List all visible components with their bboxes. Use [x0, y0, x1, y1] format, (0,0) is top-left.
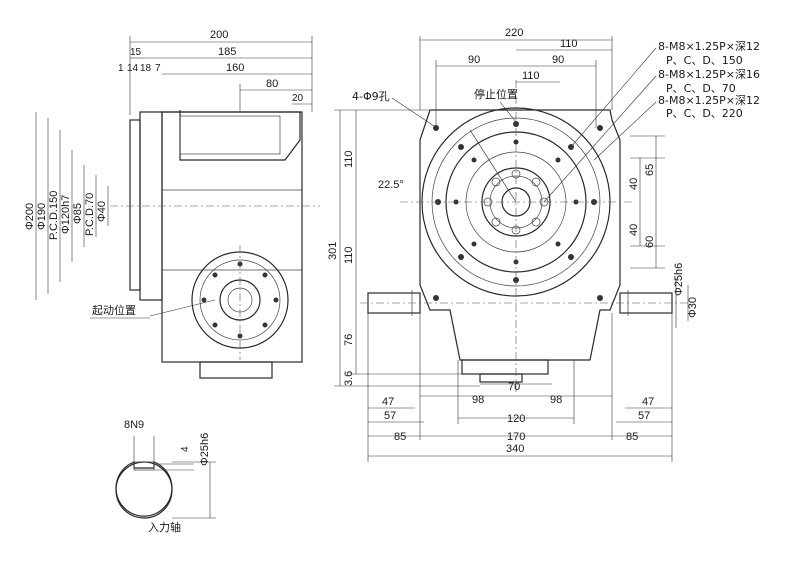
- dim-phi190: Φ190: [36, 203, 48, 230]
- dim-220: 220: [505, 27, 523, 39]
- thread-notes: 8-M8×1.25P×深12 P、C、D、150 8-M8×1.25P×深16 …: [543, 40, 760, 203]
- dim-47-left: 47: [382, 396, 394, 408]
- dim-40-upper: 40: [628, 178, 640, 190]
- dim-85-right: 85: [626, 431, 638, 443]
- dim-110-upper: 110: [343, 150, 355, 168]
- note-line-6: P、C、D、220: [666, 107, 743, 120]
- dim-57-left: 57: [384, 410, 396, 422]
- note-line-4: P、C、D、70: [666, 82, 736, 95]
- note-line-2: P、C、D、150: [666, 54, 743, 67]
- dim-57-right: 57: [638, 410, 650, 422]
- dim-47-right: 47: [642, 396, 654, 408]
- label-start-position: 起动位置: [92, 303, 136, 317]
- shaft-title: 入力轴: [148, 520, 181, 534]
- dim-90-left: 90: [468, 54, 480, 66]
- dim-14: 14: [127, 63, 139, 74]
- dim-70: 70: [508, 381, 520, 393]
- dim-phi120h7: Φ120h7: [60, 195, 72, 234]
- dim-90-right: 90: [552, 54, 564, 66]
- dim-340: 340: [506, 443, 524, 455]
- dim-160: 160: [226, 62, 244, 74]
- dim-pcd150: P.C.D.150: [48, 191, 60, 240]
- dim-98-right: 98: [550, 394, 562, 406]
- dim-phi200: Φ200: [24, 203, 36, 230]
- dim-110-mid: 110: [522, 70, 540, 82]
- dim-3-6: 3.6: [343, 371, 355, 386]
- dim-phi25h6-shaft: Φ25h6: [199, 433, 211, 466]
- dim-65: 65: [644, 164, 656, 176]
- label-stop-position: 停止位置: [474, 87, 518, 101]
- input-shaft-section: 8N9 4 Φ25h6 入力轴: [115, 419, 216, 534]
- dim-8n9: 8N9: [124, 419, 144, 431]
- dim-110-top: 110: [560, 38, 578, 50]
- dim-phi40: Φ40: [96, 201, 108, 222]
- dim-40-lower: 40: [628, 224, 640, 236]
- label-angle: 22.5°: [378, 179, 404, 191]
- dim-20: 20: [292, 93, 304, 104]
- dim-200: 200: [210, 29, 228, 41]
- dim-7: 7: [155, 63, 161, 74]
- dim-170: 170: [507, 431, 525, 443]
- dim-keyway-depth: 4: [180, 446, 191, 452]
- dim-120: 120: [507, 413, 525, 425]
- dim-98-left: 98: [472, 394, 484, 406]
- dim-15: 15: [130, 47, 142, 58]
- dim-110-lower: 110: [343, 246, 355, 264]
- front-view: 220 110 90 90 110 4-Φ9孔 停止位置 22.5° 8-M8×…: [327, 27, 760, 462]
- dim-phi30: Φ30: [687, 297, 699, 318]
- dim-1: 1: [118, 63, 124, 74]
- note-line-1: 8-M8×1.25P×深12: [658, 40, 760, 53]
- label-4-holes: 4-Φ9孔: [352, 90, 390, 103]
- note-line-5: 8-M8×1.25P×深12: [658, 94, 760, 107]
- dim-85-left: 85: [394, 431, 406, 443]
- dim-phi25h6-right: Φ25h6: [673, 263, 685, 296]
- dim-phi85: Φ85: [72, 203, 84, 224]
- note-line-3: 8-M8×1.25P×深16: [658, 68, 760, 81]
- dim-76: 76: [343, 334, 355, 346]
- side-view: 200 185 15 160 1 14 18 7 80 20 Φ200 Φ190…: [24, 29, 320, 379]
- dim-185: 185: [218, 46, 236, 58]
- dim-60: 60: [644, 236, 656, 248]
- dim-80: 80: [266, 78, 278, 90]
- dim-301: 301: [327, 242, 339, 260]
- dim-pcd70: P.C.D.70: [84, 193, 96, 236]
- dim-18: 18: [140, 63, 152, 74]
